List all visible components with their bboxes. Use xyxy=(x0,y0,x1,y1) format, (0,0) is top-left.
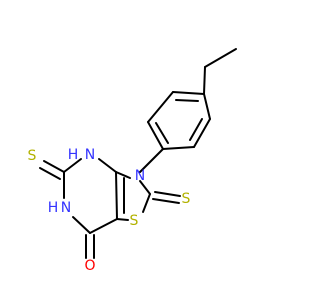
bond-c5-s-exo-2 xyxy=(39,167,61,180)
bonds xyxy=(39,48,237,259)
bond-phenyl-4 xyxy=(162,146,195,150)
bond-n-left-c7 xyxy=(72,216,91,234)
bond-phenyl-5 xyxy=(193,118,211,148)
bond-c3a-n-top xyxy=(98,158,117,173)
atom-sulfur-exo-right: S xyxy=(182,191,191,207)
bond-c2-s-ring xyxy=(142,193,151,213)
atom-labels: N H N N H S S S O xyxy=(28,147,191,274)
hydrogen-labels: H H xyxy=(48,147,79,216)
bond-c3a-n xyxy=(115,171,131,179)
bond-phenyl-3-inner xyxy=(155,122,169,144)
bond-ethyl-ch3 xyxy=(204,48,237,68)
bond-n-c2 xyxy=(139,180,151,195)
bond-c2-s-exo-1 xyxy=(154,191,181,197)
bond-ethyl-ch2 xyxy=(203,66,206,95)
bond-c5-s-exo-1 xyxy=(43,160,65,173)
atom-hydrogen-left-visible: H xyxy=(48,200,59,216)
bond-c2-s-exo-2 xyxy=(152,198,180,204)
molecule-structure-diagram: N H N N H S S S O H H xyxy=(28,48,237,274)
bond-phenyl-6 xyxy=(203,93,211,120)
atom-hydrogen-top-visible: H xyxy=(68,147,79,163)
atom-nitrogen-right: N xyxy=(135,168,145,184)
bond-phenyl-1 xyxy=(172,91,205,95)
bond-c7-c7a xyxy=(89,218,118,234)
atom-sulfur-ring: S xyxy=(130,213,139,229)
bond-phenyl-n xyxy=(139,148,164,173)
atom-sulfur-exo-left: S xyxy=(28,148,37,164)
bond-n-top-c5 xyxy=(63,158,82,173)
bond-phenyl-5-inner xyxy=(189,118,203,141)
atom-nitrogen-left: N xyxy=(61,200,71,216)
bond-phenyl-2 xyxy=(147,91,174,123)
bond-s-ring-c7a xyxy=(116,218,129,221)
bond-phenyl-3 xyxy=(147,121,164,150)
bond-phenyl-1-inner xyxy=(175,99,199,102)
bond-c3a-c7a xyxy=(115,171,118,220)
atom-oxygen-carbonyl: O xyxy=(84,258,95,274)
atom-nitrogen-top: N xyxy=(85,147,95,163)
